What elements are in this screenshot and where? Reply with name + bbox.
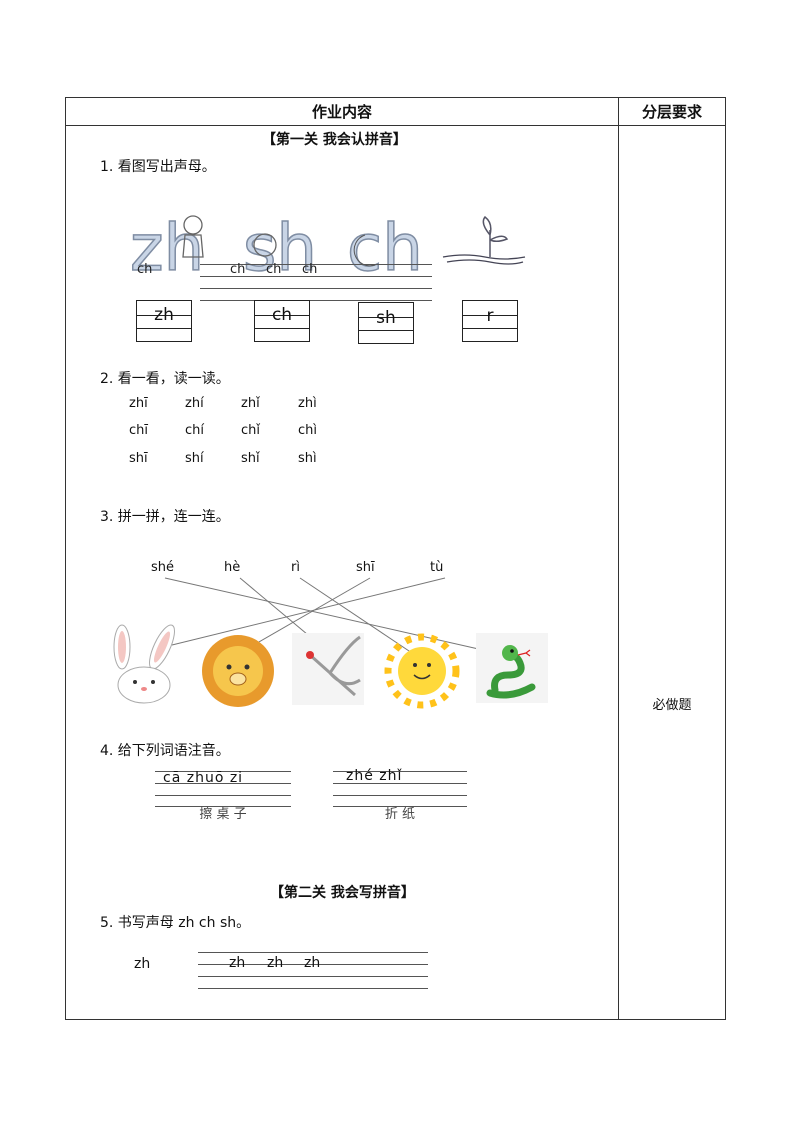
q2-syllable: shǐ bbox=[241, 451, 260, 466]
q2-syllable: chī bbox=[129, 423, 148, 438]
q5-rule bbox=[198, 988, 428, 989]
q3-word-shi: shī bbox=[356, 560, 375, 575]
q2-syllable: chí bbox=[185, 423, 204, 438]
snake-picture[interactable] bbox=[476, 633, 548, 703]
q4-pinyin-1[interactable]: cā zhuō zi bbox=[163, 770, 244, 786]
q4-rule bbox=[333, 783, 467, 784]
q1-letter-illustrations: zh sh ch bbox=[129, 211, 526, 285]
q2-syllable: zhí bbox=[185, 396, 204, 411]
q4-pinyin-2[interactable]: zhé zhǐ bbox=[346, 768, 403, 784]
q2-syllable: shí bbox=[185, 451, 204, 466]
q2-syllable: zhì bbox=[298, 396, 317, 411]
rabbit-picture[interactable] bbox=[113, 622, 179, 704]
q4-hanzi-1: 擦 桌 子 bbox=[199, 807, 247, 822]
table-column-divider bbox=[618, 97, 619, 1020]
lion-figure-icon bbox=[253, 233, 277, 257]
q5-rule bbox=[198, 964, 428, 965]
q2-syllable: zhǐ bbox=[241, 396, 260, 411]
q5-trace-1[interactable]: zh bbox=[229, 955, 246, 971]
q1-trace-rule-4 bbox=[200, 300, 432, 301]
q3-prompt: 3. 拼一拼，连一连。 bbox=[100, 509, 230, 525]
letter-sh-art: sh bbox=[243, 212, 317, 285]
q4-rule bbox=[333, 795, 467, 796]
letter-zh-art: zh bbox=[130, 212, 204, 285]
lion-picture[interactable] bbox=[202, 635, 274, 707]
q3-word-she: shé bbox=[151, 560, 175, 575]
section2-title: 【第二关 我会写拼音】 bbox=[270, 885, 415, 901]
q1-answer-1: zh bbox=[154, 305, 174, 325]
q1-answer-4: r bbox=[486, 306, 494, 326]
q4-rule bbox=[333, 806, 467, 807]
q5-model: zh bbox=[134, 956, 151, 972]
q1-hint-trace-2: ch bbox=[266, 262, 282, 277]
q1-hint-first: ch bbox=[137, 262, 153, 277]
match-line-tu-rabbit[interactable] bbox=[171, 577, 446, 646]
moon-icon bbox=[353, 234, 376, 267]
water-icon bbox=[442, 254, 526, 265]
q2-syllable: chì bbox=[298, 423, 317, 438]
letter-ch-art: ch bbox=[347, 212, 423, 285]
sprout-icon bbox=[482, 215, 509, 257]
match-line-she-snake[interactable] bbox=[164, 577, 506, 656]
q5-rule bbox=[198, 952, 428, 953]
crane-picture[interactable] bbox=[292, 633, 364, 705]
q5-rule bbox=[198, 976, 428, 977]
q1-answer-2: ch bbox=[271, 305, 293, 325]
q1-answer-3: sh bbox=[376, 308, 396, 328]
q2-syllable: chǐ bbox=[241, 423, 260, 438]
table-left-border bbox=[65, 97, 66, 1020]
person-figure-icon bbox=[183, 215, 203, 235]
q4-prompt: 4. 给下列词语注音。 bbox=[100, 743, 230, 759]
sun-picture[interactable] bbox=[384, 633, 460, 709]
q3-word-ri: rì bbox=[291, 560, 300, 575]
q5-trace-3[interactable]: zh bbox=[304, 955, 321, 971]
table-top-border bbox=[65, 97, 726, 98]
q1-trace-rule-3 bbox=[200, 288, 432, 289]
q2-syllable: shì bbox=[298, 451, 317, 466]
q4-rule bbox=[333, 771, 467, 772]
q4-rule bbox=[155, 771, 291, 772]
q1-answer-box-1[interactable]: zh bbox=[136, 300, 192, 342]
header-content: 作业内容 bbox=[311, 103, 372, 121]
table-right-border bbox=[725, 97, 726, 1020]
q2-prompt: 2. 看一看，读一读。 bbox=[100, 371, 230, 387]
q4-hanzi-2: 折 纸 bbox=[384, 807, 416, 822]
header-level: 分层要求 bbox=[641, 103, 702, 121]
q3-word-he: hè bbox=[224, 560, 241, 575]
q3-matching-area bbox=[113, 577, 548, 709]
table-header-divider bbox=[65, 125, 726, 126]
q1-hint-trace-3: ch bbox=[302, 262, 318, 277]
q1-prompt: 1. 看图写出声母。 bbox=[100, 159, 216, 175]
table-bottom-border bbox=[65, 1019, 726, 1020]
q1-trace-rule-1 bbox=[200, 264, 432, 265]
q1-answer-box-4[interactable]: r bbox=[462, 300, 518, 342]
section1-title: 【第一关 我会认拼音】 bbox=[262, 132, 407, 148]
q1-trace-rule-2 bbox=[200, 276, 432, 277]
q2-syllable: shī bbox=[129, 451, 148, 466]
q3-word-tu: tù bbox=[430, 560, 444, 575]
q1-answer-box-2[interactable]: ch bbox=[254, 300, 310, 342]
q5-trace-2[interactable]: zh bbox=[267, 955, 284, 971]
q1-hint-trace-1: ch bbox=[230, 262, 246, 277]
match-line-shi-lion[interactable] bbox=[244, 577, 371, 651]
q4-rule bbox=[155, 783, 291, 784]
q4-rule bbox=[155, 806, 291, 807]
q5-prompt: 5. 书写声母 zh ch sh。 bbox=[100, 915, 251, 931]
q1-answer-box-3[interactable]: sh bbox=[358, 302, 414, 344]
q4-rule bbox=[155, 795, 291, 796]
q2-syllable: zhī bbox=[129, 396, 148, 411]
level-value: 必做题 bbox=[652, 698, 692, 713]
